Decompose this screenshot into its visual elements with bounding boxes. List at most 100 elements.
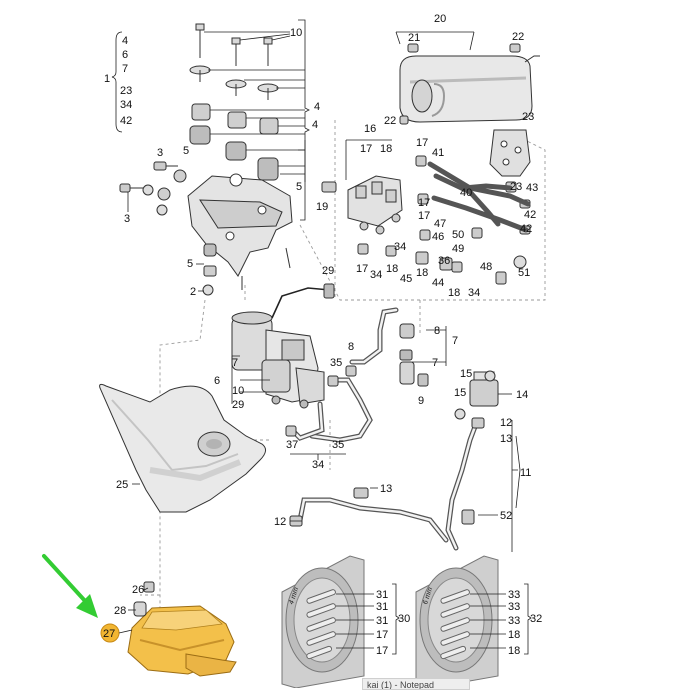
label-34c: 34 <box>394 241 406 253</box>
label-18f: 18 <box>508 645 520 657</box>
label-17f: 17 <box>376 629 388 641</box>
valve-bracket <box>489 129 531 177</box>
label-35b: 35 <box>332 439 344 451</box>
label-4a: 4 <box>312 119 318 131</box>
label-4b: 4 <box>314 101 320 113</box>
rubber-bushings <box>189 103 279 181</box>
air-compressor <box>231 311 325 409</box>
label-18c: 18 <box>416 267 428 279</box>
label-29b: 29 <box>232 399 244 411</box>
label-8a: 8 <box>348 341 354 353</box>
label-46: 46 <box>432 231 444 243</box>
label-15b: 15 <box>454 387 466 399</box>
right-brackets-top <box>298 19 310 221</box>
pressure-reservoir <box>395 31 540 125</box>
plate-left: 4 mm <box>281 555 365 688</box>
label-15a: 15 <box>460 368 472 380</box>
hose-11 <box>445 417 518 552</box>
label-7a: 7 <box>232 357 238 369</box>
label-21: 21 <box>408 32 420 44</box>
label-31a: 31 <box>376 589 388 601</box>
label-11: 11 <box>520 467 531 479</box>
label-17b: 17 <box>416 137 428 149</box>
label-43: 43 <box>526 182 538 194</box>
bolt-group-10 <box>195 23 291 66</box>
bolts-left <box>119 161 187 216</box>
label-34a: 34 <box>370 269 382 281</box>
label-22a: 22 <box>512 31 524 43</box>
label-23b: 23 <box>510 181 522 193</box>
control-unit <box>127 581 237 677</box>
label-28: 28 <box>114 605 126 617</box>
label-8b: 8 <box>434 325 440 337</box>
label-14: 14 <box>516 389 528 401</box>
label-34b: 34 <box>468 287 480 299</box>
label-13a: 13 <box>500 433 512 445</box>
label-33c: 33 <box>508 615 520 627</box>
compressor-mount-bracket <box>187 173 293 296</box>
relay-14 <box>454 370 512 420</box>
plate-right: 6 mm <box>415 555 499 688</box>
label-6: 6 <box>214 375 220 387</box>
cover-25 <box>99 383 266 513</box>
label-12a: 12 <box>500 417 512 429</box>
label-50: 50 <box>452 229 464 241</box>
label-10a: 10 <box>290 27 302 39</box>
label-19: 19 <box>316 201 328 213</box>
label-bracket-7: 7 <box>122 63 128 75</box>
label-47: 47 <box>434 218 446 230</box>
label-41: 41 <box>432 147 444 159</box>
label-7c: 7 <box>432 357 438 369</box>
intake-hose <box>289 487 449 543</box>
label-5b: 5 <box>183 145 189 157</box>
label-5a: 5 <box>296 181 302 193</box>
notepad-taskbar-button[interactable]: kai (1) - Notepad <box>362 678 470 690</box>
callout-circle-27: 27 <box>100 623 133 643</box>
label-18e: 18 <box>508 629 520 641</box>
label-5c: 5 <box>187 258 193 270</box>
label-13b: 13 <box>380 483 392 495</box>
label-17a: 17 <box>360 143 372 155</box>
label-42b: 42 <box>520 223 532 235</box>
label-18b: 18 <box>386 263 398 275</box>
label-23a: 23 <box>522 111 534 123</box>
bracket-1 <box>111 31 123 133</box>
label-31b: 31 <box>376 601 388 613</box>
label-18d: 18 <box>448 287 460 299</box>
top-lead-lines <box>208 69 305 175</box>
label-2: 2 <box>190 286 196 298</box>
label-30: 30 <box>398 613 410 625</box>
label-3b: 3 <box>124 213 130 225</box>
label-bracket-42: 42 <box>120 115 132 127</box>
label-45: 45 <box>400 273 412 285</box>
label-7b: 7 <box>452 335 458 347</box>
solenoid-valve-block <box>345 139 403 235</box>
label-29a: 29 <box>322 265 334 277</box>
hose-7 <box>349 307 447 387</box>
label-bracket-4: 4 <box>122 35 128 47</box>
down-right-arrow-icon <box>42 554 98 618</box>
label-18a: 18 <box>380 143 392 155</box>
label-17g: 17 <box>376 645 388 657</box>
valve-air-lines <box>427 161 531 233</box>
label-48: 48 <box>480 261 492 273</box>
label-17c: 17 <box>418 197 430 209</box>
label-16: 16 <box>364 123 376 135</box>
misc-leads <box>128 140 521 611</box>
callout-labels: 1 4 6 7 23 34 42 10 4 5 5 3 3 5 2 20 21 … <box>104 13 542 657</box>
label-40: 40 <box>460 187 472 199</box>
label-bracket-23: 23 <box>120 85 132 97</box>
label-3a: 3 <box>157 147 163 159</box>
label-36: 36 <box>438 255 450 267</box>
label-33a: 33 <box>508 589 520 601</box>
label-12b: 12 <box>274 516 286 528</box>
label-42a: 42 <box>524 209 536 221</box>
wire-harness <box>271 283 335 319</box>
label-34d: 34 <box>312 459 324 471</box>
label-17d: 17 <box>418 210 430 222</box>
label-bracket-34: 34 <box>120 99 132 111</box>
compressor-leads <box>231 355 270 404</box>
label-26: 26 <box>132 584 144 596</box>
label-33b: 33 <box>508 601 520 613</box>
